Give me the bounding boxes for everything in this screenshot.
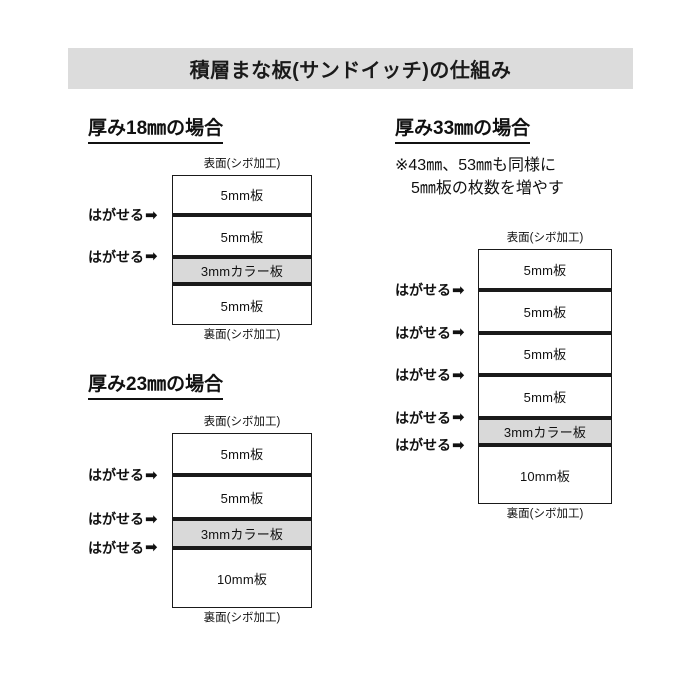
layer-5mm板: 5mm板 — [173, 175, 311, 214]
layer-5mm板: 5mm板 — [479, 330, 611, 374]
layer-5mm板: 5mm板 — [173, 473, 311, 518]
arrow-right-icon: ➡ — [145, 466, 158, 484]
stack-thickness-33: 表面(シボ加工) 5mm板 5mm板 5mm板 5mm板 3mmカラー板 10mm板 裏面… — [478, 232, 612, 522]
peelable-label: はがせる — [88, 207, 144, 224]
caption-surface-bottom: 裏面(シボ加工) — [203, 611, 281, 624]
layer-label: 10mm板 — [519, 468, 571, 484]
peelable-callout: はがせる➡ — [395, 408, 465, 428]
section-note: ※43㎜、53㎜も同様に 5㎜板の枚数を増やす — [395, 156, 564, 197]
layer-label: 5mm板 — [220, 298, 264, 314]
stack-thickness-23: 表面(シボ加工) 5mm板 5mm板 3mmカラー板 10mm板 裏面(シボ加工) — [172, 416, 312, 626]
layer-stack: 5mm板 5mm板 3mmカラー板 10mm板 — [172, 432, 312, 608]
peelable-callout: はがせる➡ — [88, 247, 158, 267]
layer-label: 5mm板 — [220, 188, 264, 204]
layer-10mm板: 10mm板 — [479, 443, 611, 503]
peelable-label: はがせる — [395, 324, 451, 341]
layer-5mm板: 5mm板 — [173, 433, 311, 474]
section-heading: 厚み33㎜の場合 — [395, 118, 531, 144]
layer-10mm板: 10mm板 — [173, 545, 311, 607]
section-thickness-18: 厚み18㎜の場合 — [88, 118, 224, 144]
layer-3mmカラー板: 3mmカラー板 — [479, 415, 611, 444]
peelable-label: はがせる — [88, 539, 144, 556]
peelable-callout: はがせる➡ — [88, 465, 158, 485]
peelable-callout: はがせる➡ — [395, 280, 465, 300]
peelable-label: はがせる — [395, 409, 451, 426]
layer-stack: 5mm板 5mm板 3mmカラー板 5mm板 — [172, 174, 312, 325]
peelable-label: はがせる — [395, 367, 451, 384]
layer-label: 5mm板 — [523, 389, 567, 405]
peelable-callout: はがせる➡ — [395, 365, 465, 385]
arrow-right-icon: ➡ — [145, 206, 158, 224]
layer-3mmカラー板: 3mmカラー板 — [173, 254, 311, 283]
peelable-label: はがせる — [395, 282, 451, 299]
layer-label: 5mm板 — [523, 347, 567, 363]
section-heading: 厚み18㎜の場合 — [88, 118, 224, 144]
layer-stack: 5mm板 5mm板 5mm板 5mm板 3mmカラー板 10mm板 — [478, 248, 612, 504]
layer-label: 5mm板 — [220, 490, 264, 506]
peelable-callout: はがせる➡ — [395, 323, 465, 343]
layer-label: 10mm板 — [216, 571, 268, 587]
stack-thickness-18: 表面(シボ加工) 5mm板 5mm板 3mmカラー板 5mm板 裏面(シボ加工) — [172, 158, 312, 343]
arrow-right-icon: ➡ — [452, 409, 465, 427]
layer-label: 3mmカラー板 — [503, 425, 587, 441]
layer-5mm板: 5mm板 — [173, 282, 311, 324]
caption-surface-top: 表面(シボ加工) — [506, 232, 584, 244]
layer-label: 5mm板 — [220, 447, 264, 463]
arrow-right-icon: ➡ — [145, 248, 158, 266]
layer-5mm板: 5mm板 — [479, 373, 611, 416]
section-heading: 厚み23㎜の場合 — [88, 374, 224, 400]
peelable-callout: はがせる➡ — [395, 435, 465, 455]
page-title: 積層まな板(サンドイッチ)の仕組み — [189, 60, 512, 82]
arrow-right-icon: ➡ — [452, 436, 465, 454]
section-thickness-23: 厚み23㎜の場合 — [88, 374, 224, 400]
peelable-label: はがせる — [88, 511, 144, 528]
arrow-right-icon: ➡ — [145, 539, 158, 557]
layer-label: 5mm板 — [523, 304, 567, 320]
layer-5mm板: 5mm板 — [173, 213, 311, 255]
caption-surface-bottom: 裏面(シボ加工) — [203, 328, 281, 341]
layer-label: 5mm板 — [220, 229, 264, 245]
peelable-callout: はがせる➡ — [88, 205, 158, 225]
peelable-label: はがせる — [395, 437, 451, 454]
arrow-right-icon: ➡ — [452, 281, 465, 299]
arrow-right-icon: ➡ — [452, 366, 465, 384]
caption-surface-bottom: 裏面(シボ加工) — [506, 507, 584, 520]
peelable-callout: はがせる➡ — [88, 538, 158, 558]
section-thickness-33: 厚み33㎜の場合 ※43㎜、53㎜も同様に 5㎜板の枚数を増やす — [395, 118, 645, 200]
layer-label: 3mmカラー板 — [200, 526, 284, 542]
caption-surface-top: 表面(シボ加工) — [203, 158, 281, 170]
arrow-right-icon: ➡ — [145, 510, 158, 528]
peelable-label: はがせる — [88, 248, 144, 265]
layer-5mm板: 5mm板 — [479, 249, 611, 289]
layer-label: 3mmカラー板 — [200, 264, 284, 280]
peelable-label: はがせる — [88, 467, 144, 484]
title-banner: 積層まな板(サンドイッチ)の仕組み — [68, 48, 633, 89]
arrow-right-icon: ➡ — [452, 324, 465, 342]
layer-5mm板: 5mm板 — [479, 288, 611, 331]
peelable-callout: はがせる➡ — [88, 509, 158, 529]
caption-surface-top: 表面(シボ加工) — [203, 416, 281, 428]
layer-label: 5mm板 — [523, 262, 567, 278]
layer-3mmカラー板: 3mmカラー板 — [173, 517, 311, 546]
